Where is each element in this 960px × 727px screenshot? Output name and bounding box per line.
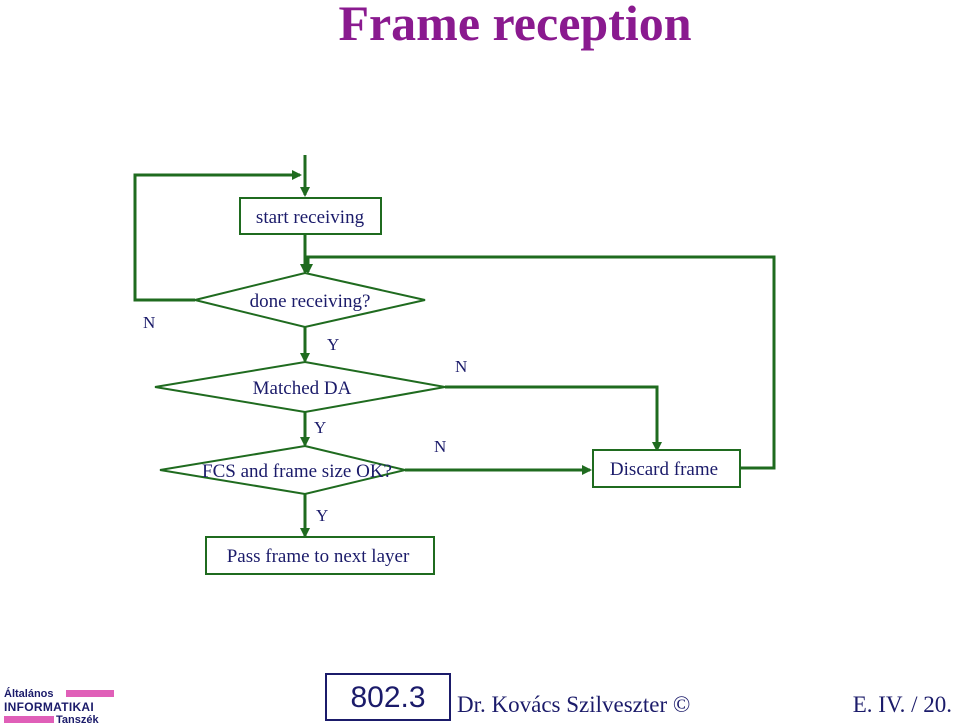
matched-yes-label: Y — [314, 418, 326, 437]
discard-label: Discard frame — [610, 459, 718, 480]
matched-no-label: N — [455, 357, 467, 376]
logo-bar-2 — [4, 716, 54, 723]
department-logo: Általános INFORMATIKAI Tanszék — [4, 688, 116, 726]
pass-label: Pass frame to next layer — [227, 546, 410, 567]
logo-line-2: INFORMATIKAI — [4, 700, 95, 714]
done-label: done receiving? — [250, 291, 371, 312]
discard-box — [592, 449, 741, 488]
fcs-no-label: N — [434, 437, 446, 456]
arrow-discard-return — [303, 255, 776, 470]
done-no-label: N — [143, 313, 155, 332]
logo-line-1: Általános — [4, 688, 54, 700]
logo-bar-1 — [66, 690, 114, 697]
start-label: start receiving — [256, 207, 365, 228]
start-box — [239, 197, 382, 235]
matched-label: Matched DA — [253, 378, 352, 399]
fcs-yes-label: Y — [316, 506, 328, 525]
page-reference: E. IV. / 20. — [852, 692, 952, 717]
course-number: 802.3 — [325, 673, 451, 721]
matched-decision — [154, 360, 446, 414]
fcs-decision — [159, 444, 406, 496]
done-decision — [194, 271, 426, 329]
arrow-done-no-loop — [133, 170, 302, 302]
pass-box — [205, 536, 435, 575]
slide-title: Frame reception — [338, 0, 692, 51]
author-credit: Dr. Kovács Szilveszter © — [457, 692, 691, 717]
arrow-matched-no — [445, 385, 662, 452]
logo-line-3: Tanszék — [56, 714, 99, 726]
done-yes-label: Y — [327, 335, 339, 354]
fcs-label: FCS and frame size OK? — [202, 461, 392, 482]
